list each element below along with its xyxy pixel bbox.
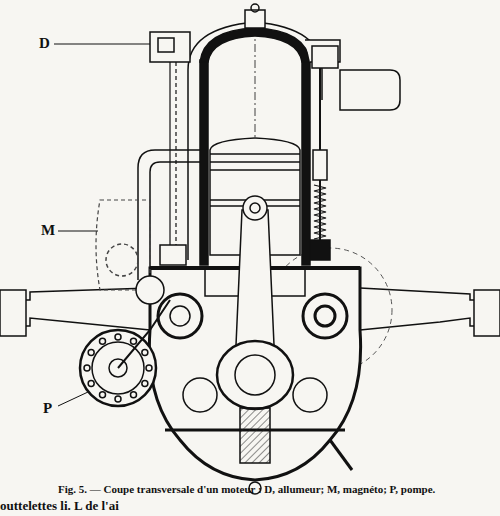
gear-tooth (115, 396, 121, 402)
gear-tooth (88, 381, 94, 387)
oil-pipe (330, 440, 352, 470)
cylinder-wall (302, 60, 310, 265)
connecting-rod (236, 210, 274, 345)
gear-tooth (100, 338, 106, 344)
gear-tooth (115, 334, 121, 340)
leader-line (54, 44, 150, 45)
figure-caption: Fig. 5. — Coupe transversale d'un moteur… (58, 483, 435, 495)
leader-line (58, 392, 88, 406)
magneto-armature (106, 244, 138, 276)
left-foot (0, 290, 26, 336)
piston-ring (210, 169, 300, 171)
plug-terminal (251, 4, 259, 12)
camshaft-boss (303, 294, 347, 338)
water-pipe (150, 162, 200, 280)
camshaft-boss (158, 294, 202, 338)
gear-tooth (146, 365, 152, 371)
cylinder-wall (200, 60, 208, 265)
piston-ring (210, 153, 300, 155)
rod-bracket (160, 245, 186, 265)
exhaust-pipe (340, 70, 400, 110)
water-pipe (138, 150, 200, 280)
callout-letter: P (42, 400, 53, 417)
right-foot (474, 290, 500, 336)
piston-ring (210, 161, 300, 163)
piston-pin (243, 196, 267, 220)
leader-line (58, 231, 98, 232)
pump-drive (118, 300, 170, 368)
distributor-head (150, 32, 190, 62)
valve-spring (314, 185, 326, 239)
gear-tooth (142, 350, 148, 356)
callout-letter: D (38, 35, 51, 52)
gear-tooth (131, 338, 137, 344)
callout-letter: M (40, 222, 56, 239)
piston-pin (250, 203, 260, 213)
gear-tooth (88, 350, 94, 356)
tappet (310, 240, 330, 260)
camshaft (170, 306, 190, 326)
axis-line (255, 28, 256, 140)
crankpin (235, 355, 275, 395)
magneto-outline (96, 200, 150, 290)
gear-tooth (84, 365, 90, 371)
crank-big-end (217, 341, 293, 409)
distributor-cap (158, 38, 174, 52)
gear (136, 276, 164, 304)
ignition-rod (175, 62, 176, 245)
cropped-text: outtelettes li. L de l'ai (0, 499, 119, 513)
valve-guide (313, 150, 327, 180)
gear-tooth (131, 392, 137, 398)
gear-tooth (100, 392, 106, 398)
case-hole (293, 378, 327, 412)
crank-cap (240, 408, 270, 463)
ignition-rod (169, 62, 170, 245)
valve-cap (312, 46, 338, 68)
case-hole (183, 378, 217, 412)
camshaft (315, 306, 335, 326)
gear-tooth (142, 381, 148, 387)
